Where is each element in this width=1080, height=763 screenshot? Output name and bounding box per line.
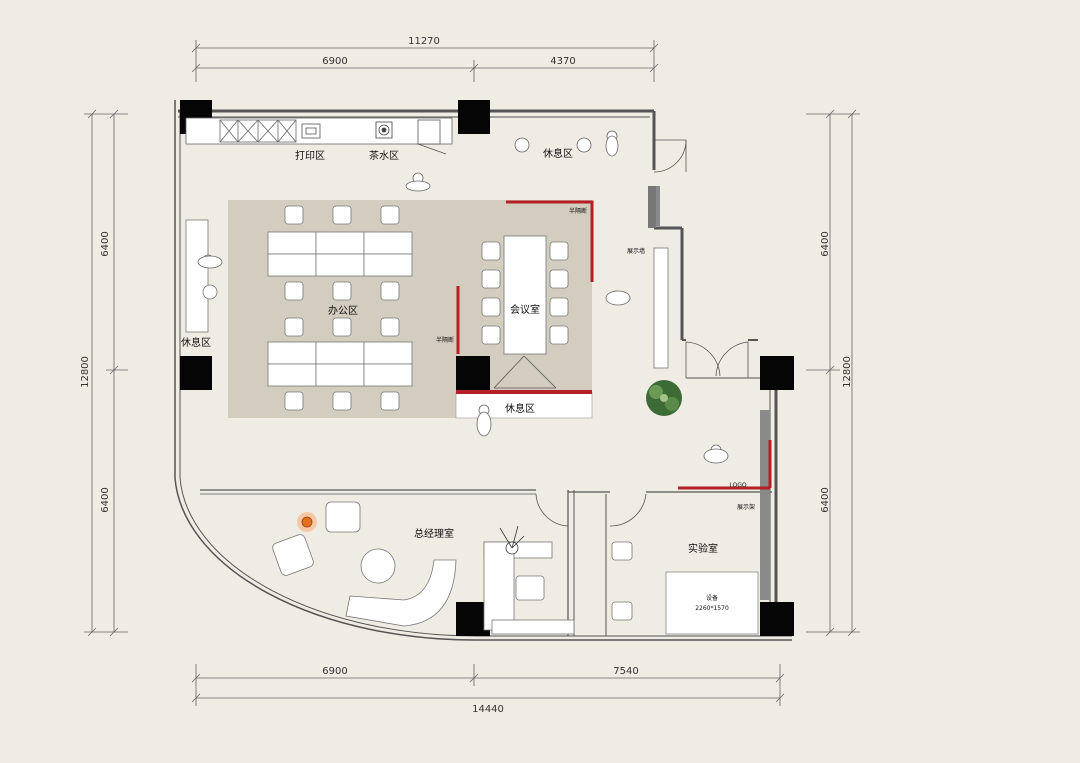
person-icon [405, 172, 431, 192]
display-cabinet-shelf [760, 410, 770, 600]
label-office-area: 办公区 [328, 304, 358, 317]
label-print-area: 打印区 [295, 149, 325, 162]
label-rest-top: 休息区 [543, 147, 573, 160]
printer-icon [301, 123, 321, 139]
person-icon [605, 290, 631, 306]
lab-chairs [611, 541, 633, 621]
dim-left-lower: 6400 [100, 487, 111, 512]
dim-right-upper: 6400 [820, 231, 831, 256]
half-partitions [456, 200, 772, 490]
left-stool [202, 284, 218, 300]
label-meeting-room: 会议室 [510, 303, 540, 316]
equipment-block [665, 571, 759, 635]
meeting-chairs [481, 241, 569, 345]
stools-top [514, 137, 592, 153]
label-display-cabinet: 展示架 [737, 503, 755, 511]
label-rest-center: 休息区 [505, 402, 535, 415]
dim-top-total: 11270 [408, 36, 440, 47]
potted-plant-icon [499, 525, 525, 555]
left-bench [185, 219, 209, 333]
dim-top-left: 6900 [322, 56, 347, 67]
dim-bottom-left: 6900 [322, 666, 347, 677]
office-chairs [284, 205, 400, 411]
dim-left-total: 12800 [80, 356, 91, 388]
label-gm-office: 总经理室 [414, 527, 454, 540]
dim-bottom-total: 14440 [472, 704, 504, 715]
label-logo: LOGO [729, 482, 747, 489]
label-equipment-size: 2260*1570 [695, 605, 729, 612]
rest-area-floor [455, 391, 593, 419]
dim-right-total: 12800 [842, 356, 853, 388]
label-tea-area: 茶水区 [369, 149, 399, 162]
label-rest-left: 休息区 [181, 336, 211, 349]
fridge-door-icon [417, 119, 447, 155]
office-desks [267, 231, 413, 387]
label-lab: 实验室 [688, 542, 718, 555]
rest-partition-red [456, 390, 592, 394]
meeting-door-swing [493, 355, 557, 389]
label-half-partition-left: 半隔断 [436, 336, 454, 344]
label-equipment: 设备 [706, 594, 718, 602]
dimension-lines [84, 40, 860, 706]
label-display-wall: 展示墙 [627, 247, 645, 255]
label-half-partition-top: 半隔断 [569, 207, 587, 215]
plant-icon [646, 380, 682, 416]
person-icon [703, 444, 729, 464]
dim-right-lower: 6400 [820, 487, 831, 512]
person-icon [476, 404, 492, 437]
person-icon [605, 130, 619, 157]
dim-top-right: 4370 [550, 56, 575, 67]
doors [535, 139, 749, 527]
person-icon [197, 254, 223, 269]
dim-left-upper: 6400 [100, 231, 111, 256]
gm-furniture [272, 501, 575, 635]
dim-bottom-right: 7540 [613, 666, 638, 677]
coffee-machine-icon [375, 121, 393, 139]
walls [174, 100, 792, 641]
wall-section [648, 186, 656, 228]
wall-column-fill [656, 186, 660, 226]
dimension-labels: 11270 6900 4370 6900 7540 14440 12800 64… [80, 36, 853, 715]
meeting-table [503, 235, 547, 355]
display-wall-panel [653, 247, 669, 369]
